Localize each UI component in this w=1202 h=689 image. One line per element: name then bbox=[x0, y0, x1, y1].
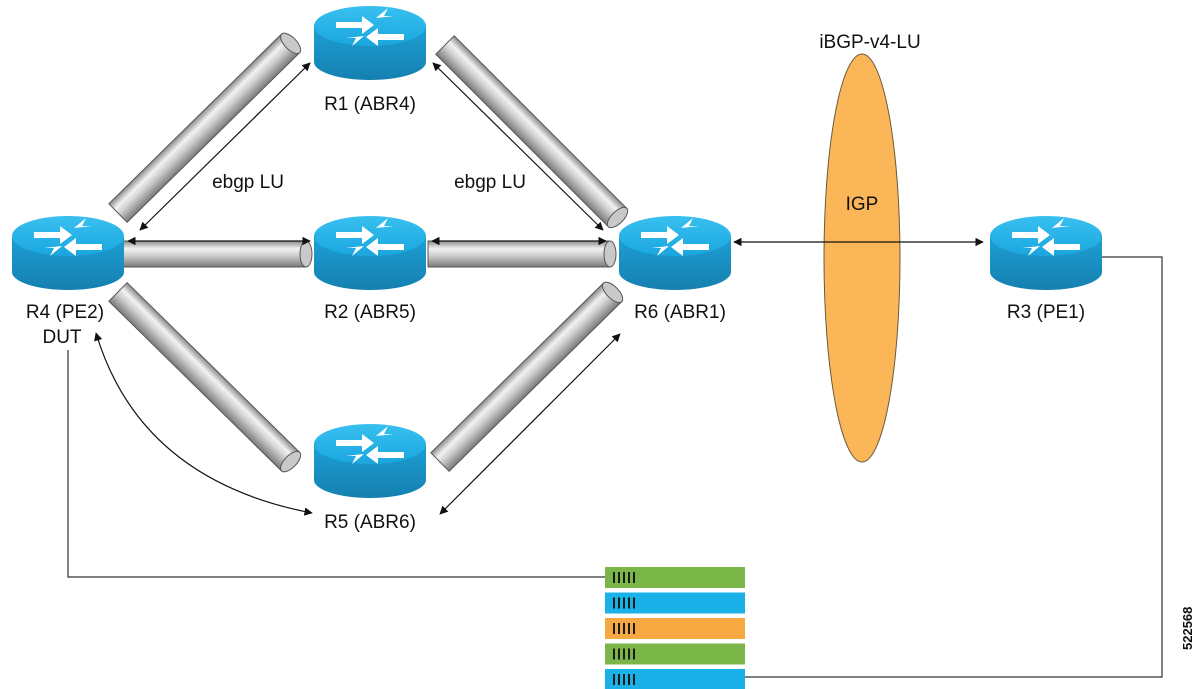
tube-r1-r6 bbox=[435, 35, 629, 229]
router-r5 bbox=[314, 424, 426, 498]
session-arrows bbox=[94, 62, 984, 516]
tgen-port-mark bbox=[613, 623, 615, 634]
tgen-port-mark bbox=[623, 623, 625, 634]
router-r4 bbox=[12, 216, 124, 290]
tgen-port-mark bbox=[633, 572, 635, 583]
tgen-port bbox=[605, 618, 745, 639]
router-r2 bbox=[314, 216, 426, 290]
r3-tgen-line bbox=[745, 256, 1163, 678]
tube-r4-r2 bbox=[119, 240, 313, 268]
ebgp-right-label: ebgp LU bbox=[454, 172, 526, 193]
arrow-r4-r1 bbox=[139, 62, 311, 231]
tgen-port-mark bbox=[618, 572, 620, 583]
tgen-port-mark bbox=[618, 623, 620, 634]
tgen-port bbox=[605, 592, 745, 614]
igp-ellipse bbox=[823, 53, 901, 463]
figure-id: 522568 bbox=[1180, 607, 1195, 650]
arrow-r5-r6 bbox=[439, 333, 621, 515]
tgen-port-mark bbox=[623, 674, 625, 685]
r4-tgen-line bbox=[67, 350, 605, 578]
tgen-port-mark bbox=[628, 623, 630, 634]
router-arrows-icon bbox=[34, 218, 102, 256]
tgen-port-mark bbox=[623, 648, 625, 660]
tgen-port-mark bbox=[633, 623, 635, 634]
tgen-port bbox=[605, 567, 745, 588]
tgen-port-mark bbox=[623, 572, 625, 583]
arrow-r4-r5-curve bbox=[94, 332, 313, 516]
tgen-port-mark bbox=[613, 648, 615, 660]
tgen-port-mark bbox=[633, 648, 635, 660]
ebgp-left-label: ebgp LU bbox=[212, 172, 284, 193]
tgen-port bbox=[605, 669, 745, 689]
tube-r2-r6 bbox=[427, 240, 617, 268]
tgen-connections bbox=[67, 256, 1163, 678]
tube-r5-r6 bbox=[430, 281, 624, 472]
router-arrows-icon bbox=[1012, 218, 1080, 256]
tgen-port-mark bbox=[633, 597, 635, 609]
router-arrows-icon bbox=[641, 218, 709, 256]
router-arrows-icon bbox=[336, 426, 404, 464]
router-r3-label: R3 (PE1) bbox=[1007, 302, 1085, 323]
tgen-port-mark bbox=[618, 597, 620, 609]
tgen-port-mark bbox=[628, 597, 630, 609]
router-r4-dut-label: DUT bbox=[42, 327, 81, 348]
router-r1-label: R1 (ABR4) bbox=[324, 94, 416, 115]
tgen-port-mark bbox=[628, 572, 630, 583]
router-r3 bbox=[990, 216, 1102, 290]
tgen-port-mark bbox=[628, 648, 630, 660]
router-r1 bbox=[314, 6, 426, 80]
tgen-port-mark bbox=[623, 597, 625, 609]
router-arrows-icon bbox=[336, 8, 404, 46]
ibgp-session-label: iBGP-v4-LU bbox=[819, 32, 920, 53]
tgen-port-mark bbox=[628, 674, 630, 685]
router-r5-label: R5 (ABR6) bbox=[324, 512, 416, 533]
tgen-port-mark bbox=[613, 674, 615, 685]
igp-label: IGP bbox=[846, 194, 879, 215]
tgen-port-mark bbox=[633, 674, 635, 685]
arrow-r1-r6 bbox=[432, 62, 604, 231]
tube-r4-r5 bbox=[108, 282, 302, 473]
tgen-port-mark bbox=[618, 674, 620, 685]
router-r2-label: R2 (ABR5) bbox=[324, 302, 416, 323]
tube-r4-r1 bbox=[108, 32, 302, 223]
igp-domain: IGP iBGP-v4-LU bbox=[819, 32, 921, 463]
router-r6-label: R6 (ABR1) bbox=[634, 302, 726, 323]
router-r6 bbox=[619, 216, 731, 290]
router-r4-label: R4 (PE2) bbox=[26, 302, 104, 323]
router-arrows-icon bbox=[336, 218, 404, 256]
tgen-port-mark bbox=[618, 648, 620, 660]
tgen-port-mark bbox=[613, 572, 615, 583]
traffic-generator bbox=[605, 567, 745, 689]
tgen-port-mark bbox=[613, 597, 615, 609]
tgen-port bbox=[605, 643, 745, 665]
